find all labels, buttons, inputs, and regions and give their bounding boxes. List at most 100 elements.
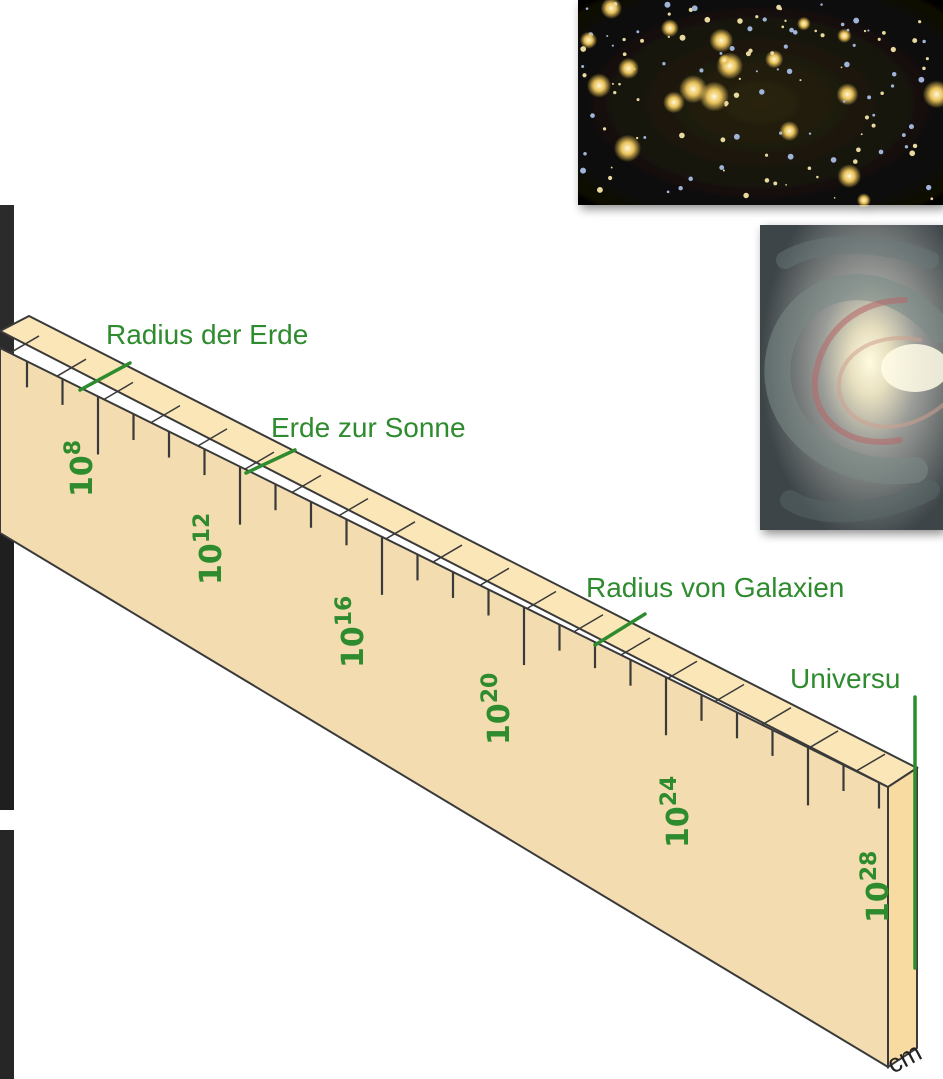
- star-dot: [606, 34, 609, 37]
- star-dot: [580, 167, 587, 174]
- tick-label-1e20: 1020: [478, 673, 517, 745]
- star-dot: [912, 38, 918, 44]
- leader-earth-sun: [244, 448, 297, 475]
- star-dot: [779, 121, 800, 141]
- ruler-top-segment: [808, 730, 839, 749]
- star-dot: [667, 12, 671, 16]
- star-dot: [863, 29, 867, 33]
- star-dot: [909, 150, 916, 157]
- star-dot: [770, 51, 775, 55]
- star-dot: [844, 61, 850, 68]
- star-dot: [867, 29, 870, 32]
- star-dot: [729, 46, 735, 52]
- star-dot: [743, 192, 749, 199]
- star-dot: [583, 151, 587, 156]
- star-dot: [738, 77, 741, 81]
- label-earth-sun: Erde zur Sonne: [271, 412, 466, 443]
- star-dot: [745, 51, 751, 57]
- star-dot: [856, 147, 861, 153]
- star-dot: [579, 31, 598, 49]
- ruler-top-segment: [385, 521, 416, 540]
- star-dot: [765, 50, 784, 69]
- label-galaxy-radius: Radius von Galaxien: [586, 572, 844, 603]
- star-dot: [699, 68, 704, 73]
- star-dot: [881, 30, 886, 35]
- star-dot: [755, 70, 758, 73]
- star-dot: [837, 164, 862, 188]
- star-dot: [840, 22, 845, 27]
- star-dot: [878, 149, 884, 155]
- star-dot: [781, 25, 785, 29]
- tick-label-1e28: 1028: [857, 851, 896, 923]
- ruler-top-segment: [9, 335, 40, 354]
- star-dot: [640, 38, 644, 43]
- ruler-top-segment: [479, 567, 510, 586]
- star-dot: [860, 133, 863, 136]
- star-dot: [678, 185, 683, 191]
- star-dot: [662, 62, 666, 66]
- star-dot: [720, 137, 726, 143]
- star-dot: [880, 91, 884, 96]
- star-dot: [586, 73, 612, 98]
- ruler-top-segment: [291, 474, 322, 494]
- star-dot: [820, 3, 823, 6]
- ruler-top-segment: [573, 614, 604, 633]
- star-dot: [663, 91, 685, 114]
- ruler-top-segment: [338, 497, 369, 517]
- star-dot: [904, 145, 909, 149]
- star-dot: [908, 124, 914, 130]
- star-dot: [722, 169, 725, 172]
- star-dot: [840, 66, 843, 69]
- star-dot: [636, 98, 640, 102]
- star-dot: [807, 166, 812, 171]
- star-dot: [679, 75, 708, 104]
- star-dot: [877, 37, 881, 41]
- star-dot: [922, 39, 926, 44]
- star-dot: [622, 52, 627, 57]
- ruler-top-segment: [432, 544, 463, 563]
- tick-label-1e24: 1024: [657, 776, 696, 848]
- star-dot: [618, 82, 621, 86]
- star-dot: [925, 57, 929, 61]
- star-dot: [833, 197, 836, 199]
- star-dot: [617, 57, 640, 79]
- star-dot: [853, 17, 860, 24]
- star-dot: [764, 153, 769, 157]
- ruler-top-segment: [244, 451, 275, 470]
- star-dot: [613, 90, 617, 95]
- star-dot: [901, 133, 906, 137]
- ruler-top-segment: [761, 707, 792, 726]
- star-dot: [814, 29, 818, 33]
- star-dot: [792, 30, 798, 35]
- star-dot: [785, 184, 787, 186]
- star-dot: [610, 166, 613, 169]
- ruler-top-segment: [150, 405, 181, 424]
- star-dot: [709, 28, 734, 53]
- star-dot: [871, 123, 876, 128]
- star-dot: [852, 159, 858, 164]
- star-dot: [636, 30, 640, 34]
- star-dot: [580, 46, 587, 52]
- star-dot: [582, 73, 587, 78]
- star-dot: [816, 175, 819, 179]
- star-dot: [759, 89, 765, 95]
- star-dot: [622, 37, 626, 42]
- leader-galaxy-radius: [593, 612, 647, 647]
- leader-earth-radius: [78, 361, 132, 392]
- star-dot: [789, 27, 794, 33]
- star-dot: [688, 176, 693, 182]
- star-dot: [786, 68, 793, 75]
- star-dot: [581, 65, 585, 69]
- tick-label-1e12: 1012: [190, 513, 229, 585]
- star-dot: [679, 132, 685, 139]
- star-dot: [783, 44, 788, 49]
- star-dot: [747, 26, 753, 32]
- star-dot: [691, 5, 698, 12]
- star-dot: [718, 54, 731, 67]
- spiral-galaxy-photo: [760, 225, 943, 530]
- star-dot: [842, 100, 846, 103]
- star-dot: [864, 115, 870, 120]
- ruler-top-segment: [56, 358, 87, 377]
- star-dot: [724, 101, 729, 106]
